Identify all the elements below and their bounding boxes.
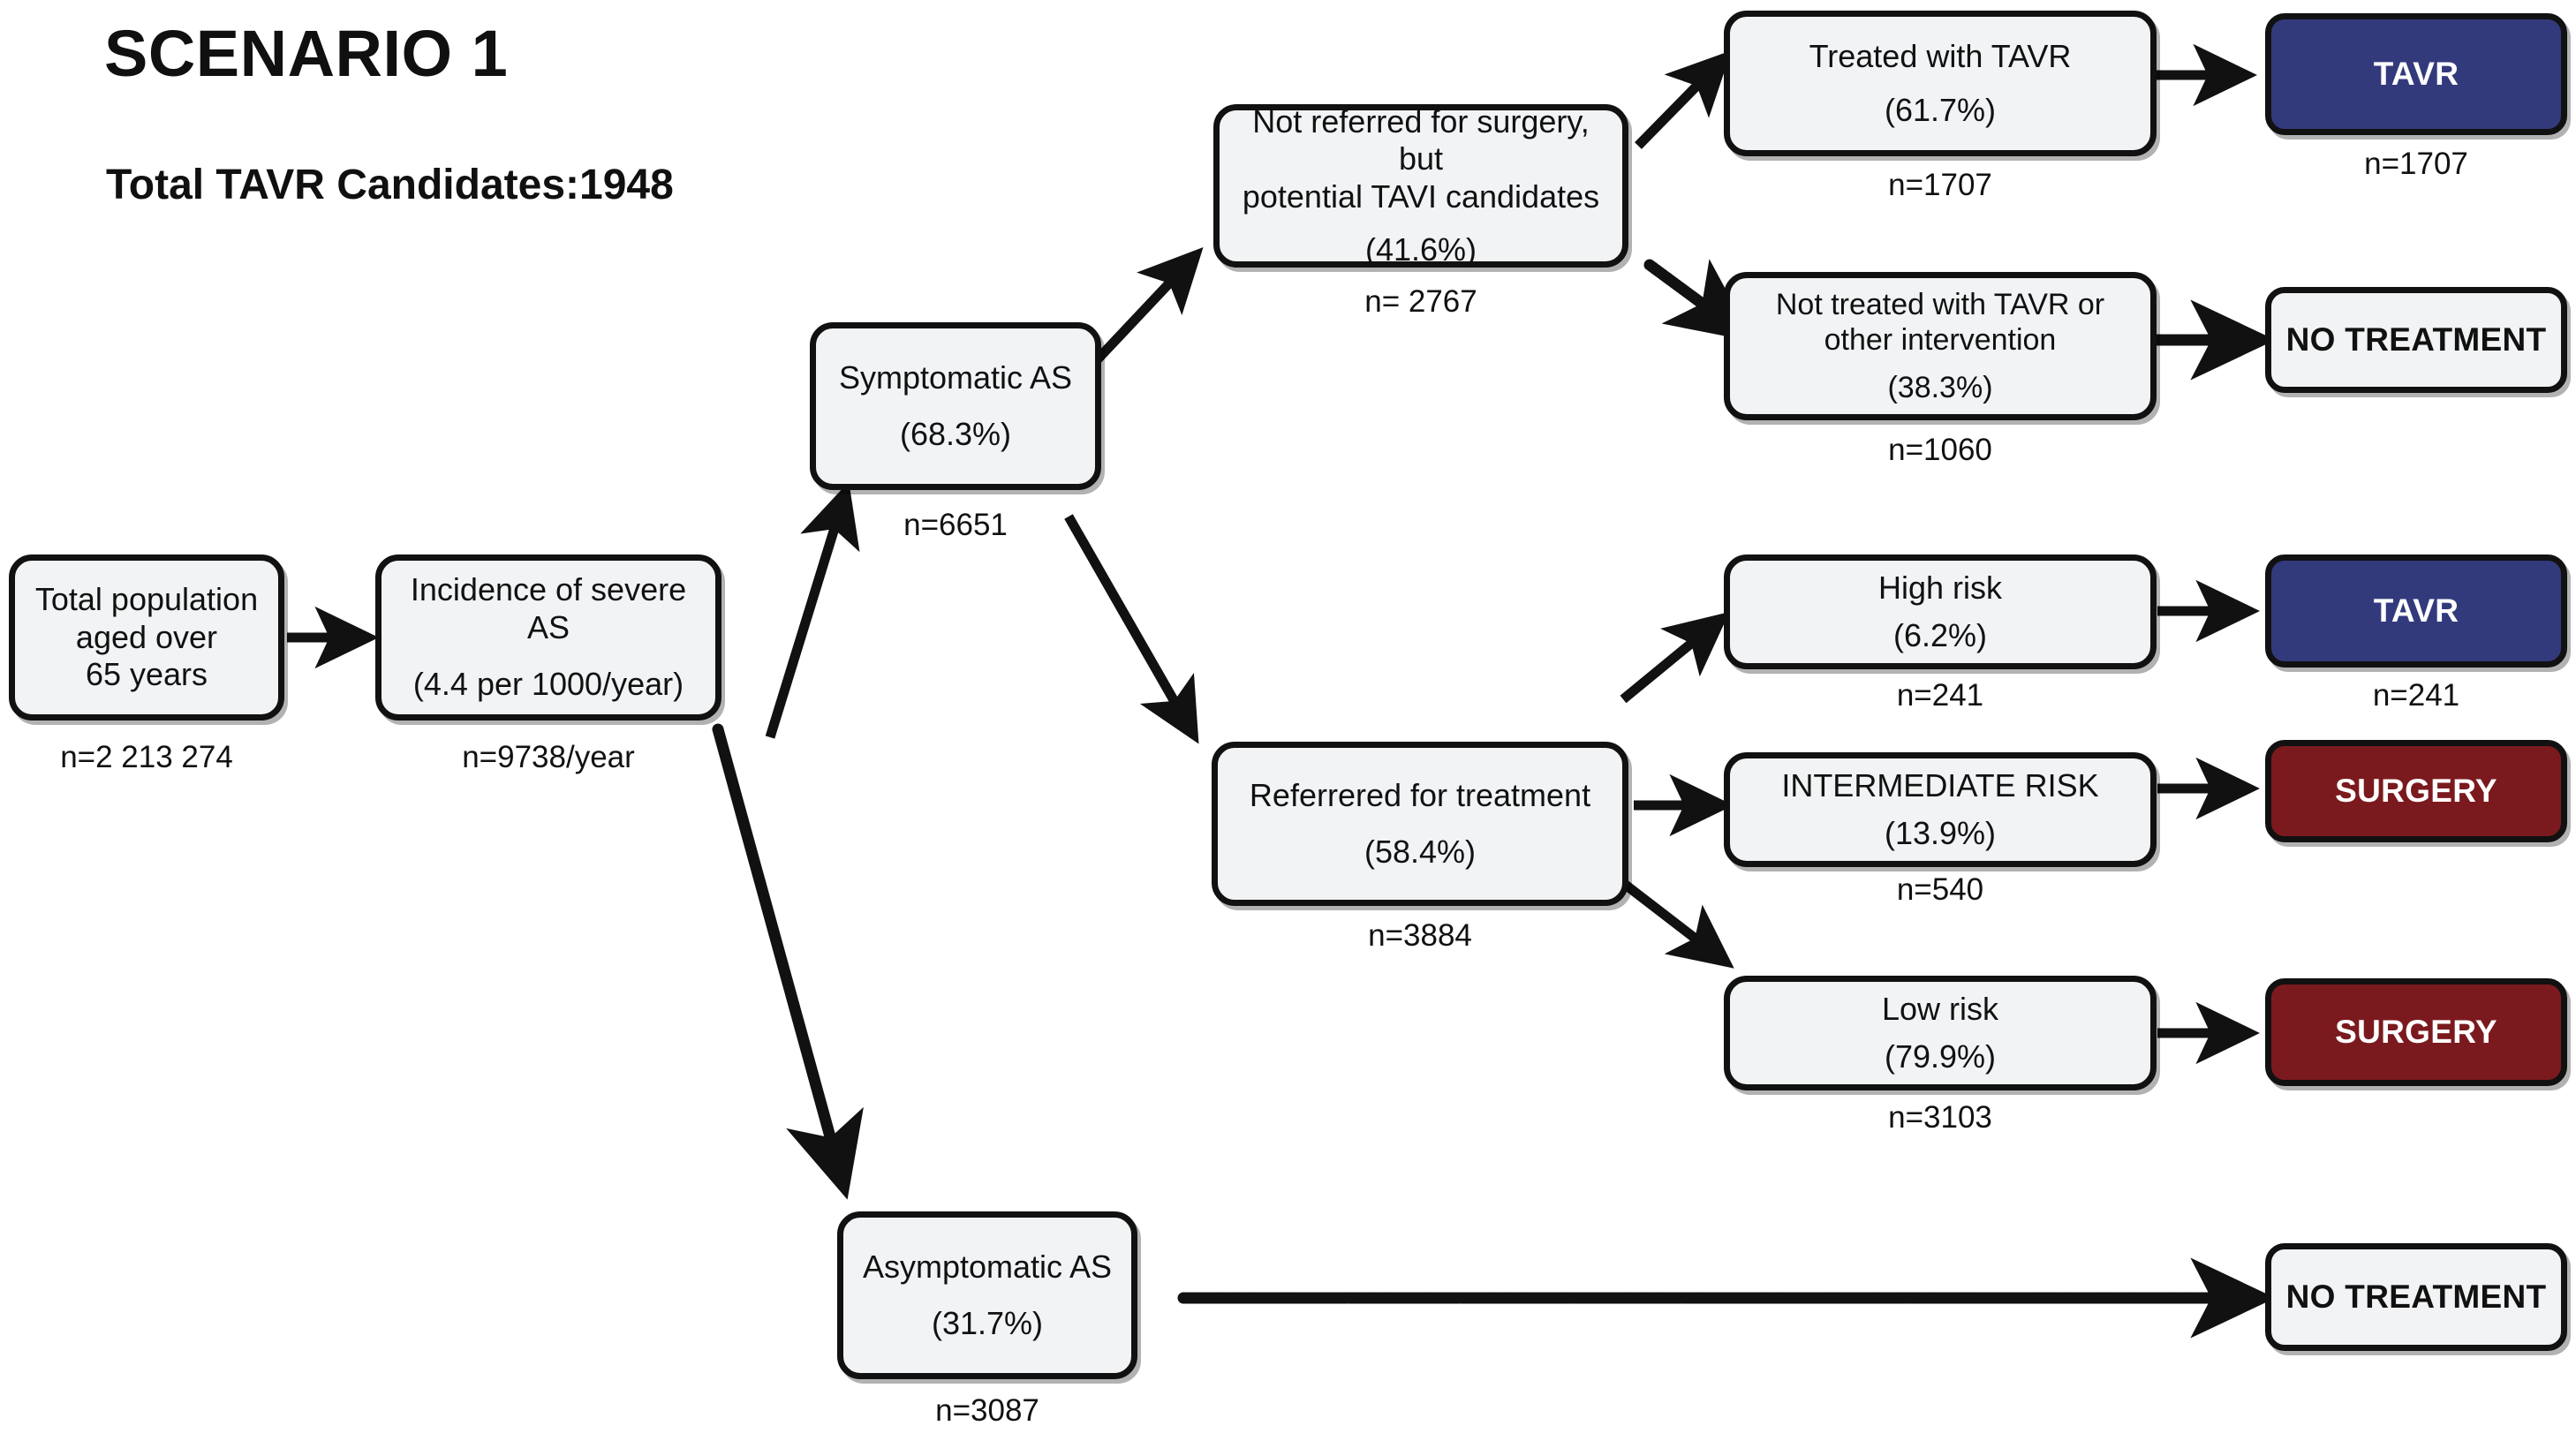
node-incidence-detail: (4.4 per 1000/year) <box>412 666 684 703</box>
caption-not-treated-n: n=1060 <box>1888 433 1992 467</box>
node-incidence-severe-as[interactable]: Incidence of severe AS (4.4 per 1000/yea… <box>375 555 721 720</box>
caption-treated-tavr-n: n=1707 <box>1888 168 1992 202</box>
node-not-referred-tavi-candidates[interactable]: Not referred for surgery, but potential … <box>1213 102 1628 268</box>
node-low-risk-label: Low risk <box>1881 990 1999 1027</box>
node-not-treated[interactable]: Not treated with TAVR or other intervent… <box>1724 272 2157 420</box>
node-low-risk-detail: (79.9%) <box>1884 1038 1997 1075</box>
node-treated-detail: (61.7%) <box>1884 91 1997 128</box>
node-not-referred-label: Not referred for surgery, but potential … <box>1242 102 1600 215</box>
arrow-referred-to-high-risk <box>1620 612 1730 704</box>
caption-not-referred-n: n= 2767 <box>1364 284 1477 319</box>
outcome-tavr-high-risk-label: TAVR <box>2373 592 2459 629</box>
caption-low-risk-n: n=3103 <box>1888 1100 1992 1135</box>
arrow-incidence-to-asymptomatic <box>712 723 864 1200</box>
caption-high-risk-n: n=241 <box>1896 678 1984 713</box>
caption-referred-n: n=3884 <box>1368 918 1472 953</box>
outcome-no-treatment-top-label: NO TREATMENT <box>2285 321 2547 358</box>
outcome-surgery-intermediate[interactable]: SURGERY <box>2265 740 2567 842</box>
node-total-population-label: Total population aged over 65 years <box>34 581 259 693</box>
arrow-referred-to-low-risk <box>1620 879 1734 969</box>
page-subtitle: Total TAVR Candidates:1948 <box>106 162 674 208</box>
node-low-risk[interactable]: Low risk (79.9%) <box>1724 976 2157 1090</box>
page-title: SCENARIO 1 <box>104 17 509 90</box>
caption-incidence-n: n=9738/year <box>462 740 635 774</box>
node-high-risk-label: High risk <box>1877 569 2003 606</box>
arrow-symptomatic-to-not-referred <box>1091 246 1204 366</box>
node-intermediate-risk-detail: (13.9%) <box>1884 815 1997 851</box>
outcome-surgery-intermediate-label: SURGERY <box>2335 773 2497 809</box>
caption-asymptomatic-n: n=3087 <box>935 1393 1039 1428</box>
caption-total-population-n: n=2 213 274 <box>60 740 233 774</box>
node-high-risk[interactable]: High risk (6.2%) <box>1724 555 2157 669</box>
node-referred-for-treatment[interactable]: Referrered for treatment (58.4%) <box>1212 742 1628 906</box>
node-incidence-label: Incidence of severe AS <box>410 571 687 645</box>
arrow-symptomatic-to-referred <box>1064 514 1199 744</box>
node-not-treated-label: Not treated with TAVR or other intervent… <box>1775 287 2105 357</box>
node-symptomatic-label: Symptomatic AS <box>838 358 1073 396</box>
caption-outcome-tavr-high-n: n=241 <box>2372 678 2460 713</box>
node-referred-label: Referrered for treatment <box>1249 776 1591 813</box>
outcome-no-treatment-bottom-label: NO TREATMENT <box>2285 1279 2547 1315</box>
arrow-not-referred-to-treated <box>1635 50 1732 149</box>
outcome-tavr-high-risk[interactable]: TAVR <box>2265 555 2567 668</box>
node-not-treated-detail: (38.3%) <box>1887 371 1993 405</box>
caption-symptomatic-n: n=6651 <box>903 508 1008 542</box>
outcome-tavr-top-label: TAVR <box>2373 56 2459 92</box>
node-referred-detail: (58.4%) <box>1364 834 1477 870</box>
node-total-population[interactable]: Total population aged over 65 years <box>9 555 284 720</box>
caption-outcome-tavr-top-n: n=1707 <box>2364 147 2468 181</box>
node-high-risk-detail: (6.2%) <box>1892 617 1988 653</box>
node-treated-with-tavr[interactable]: Treated with TAVR (61.7%) <box>1724 11 2157 156</box>
node-treated-label: Treated with TAVR <box>1809 38 2072 75</box>
node-symptomatic-as[interactable]: Symptomatic AS (68.3%) <box>810 322 1101 490</box>
caption-intermediate-risk-n: n=540 <box>1896 872 1984 907</box>
outcome-surgery-low[interactable]: SURGERY <box>2265 978 2567 1086</box>
outcome-no-treatment-top[interactable]: NO TREATMENT <box>2265 287 2567 393</box>
outcome-no-treatment-bottom[interactable]: NO TREATMENT <box>2265 1243 2567 1351</box>
node-asymptomatic-label: Asymptomatic AS <box>862 1248 1113 1285</box>
outcome-surgery-low-label: SURGERY <box>2335 1014 2497 1050</box>
node-asymptomatic-detail: (31.7%) <box>931 1305 1044 1341</box>
node-intermediate-risk-label: INTERMEDIATE RISK <box>1781 766 2099 803</box>
arrow-not-referred-to-not-treated <box>1643 259 1755 342</box>
node-symptomatic-detail: (68.3%) <box>899 416 1012 452</box>
node-asymptomatic-as[interactable]: Asymptomatic AS (31.7%) <box>837 1211 1137 1379</box>
outcome-tavr-top[interactable]: TAVR <box>2265 13 2567 135</box>
node-intermediate-risk[interactable]: INTERMEDIATE RISK (13.9%) <box>1724 752 2157 867</box>
node-not-referred-detail: (41.6%) <box>1364 230 1477 268</box>
